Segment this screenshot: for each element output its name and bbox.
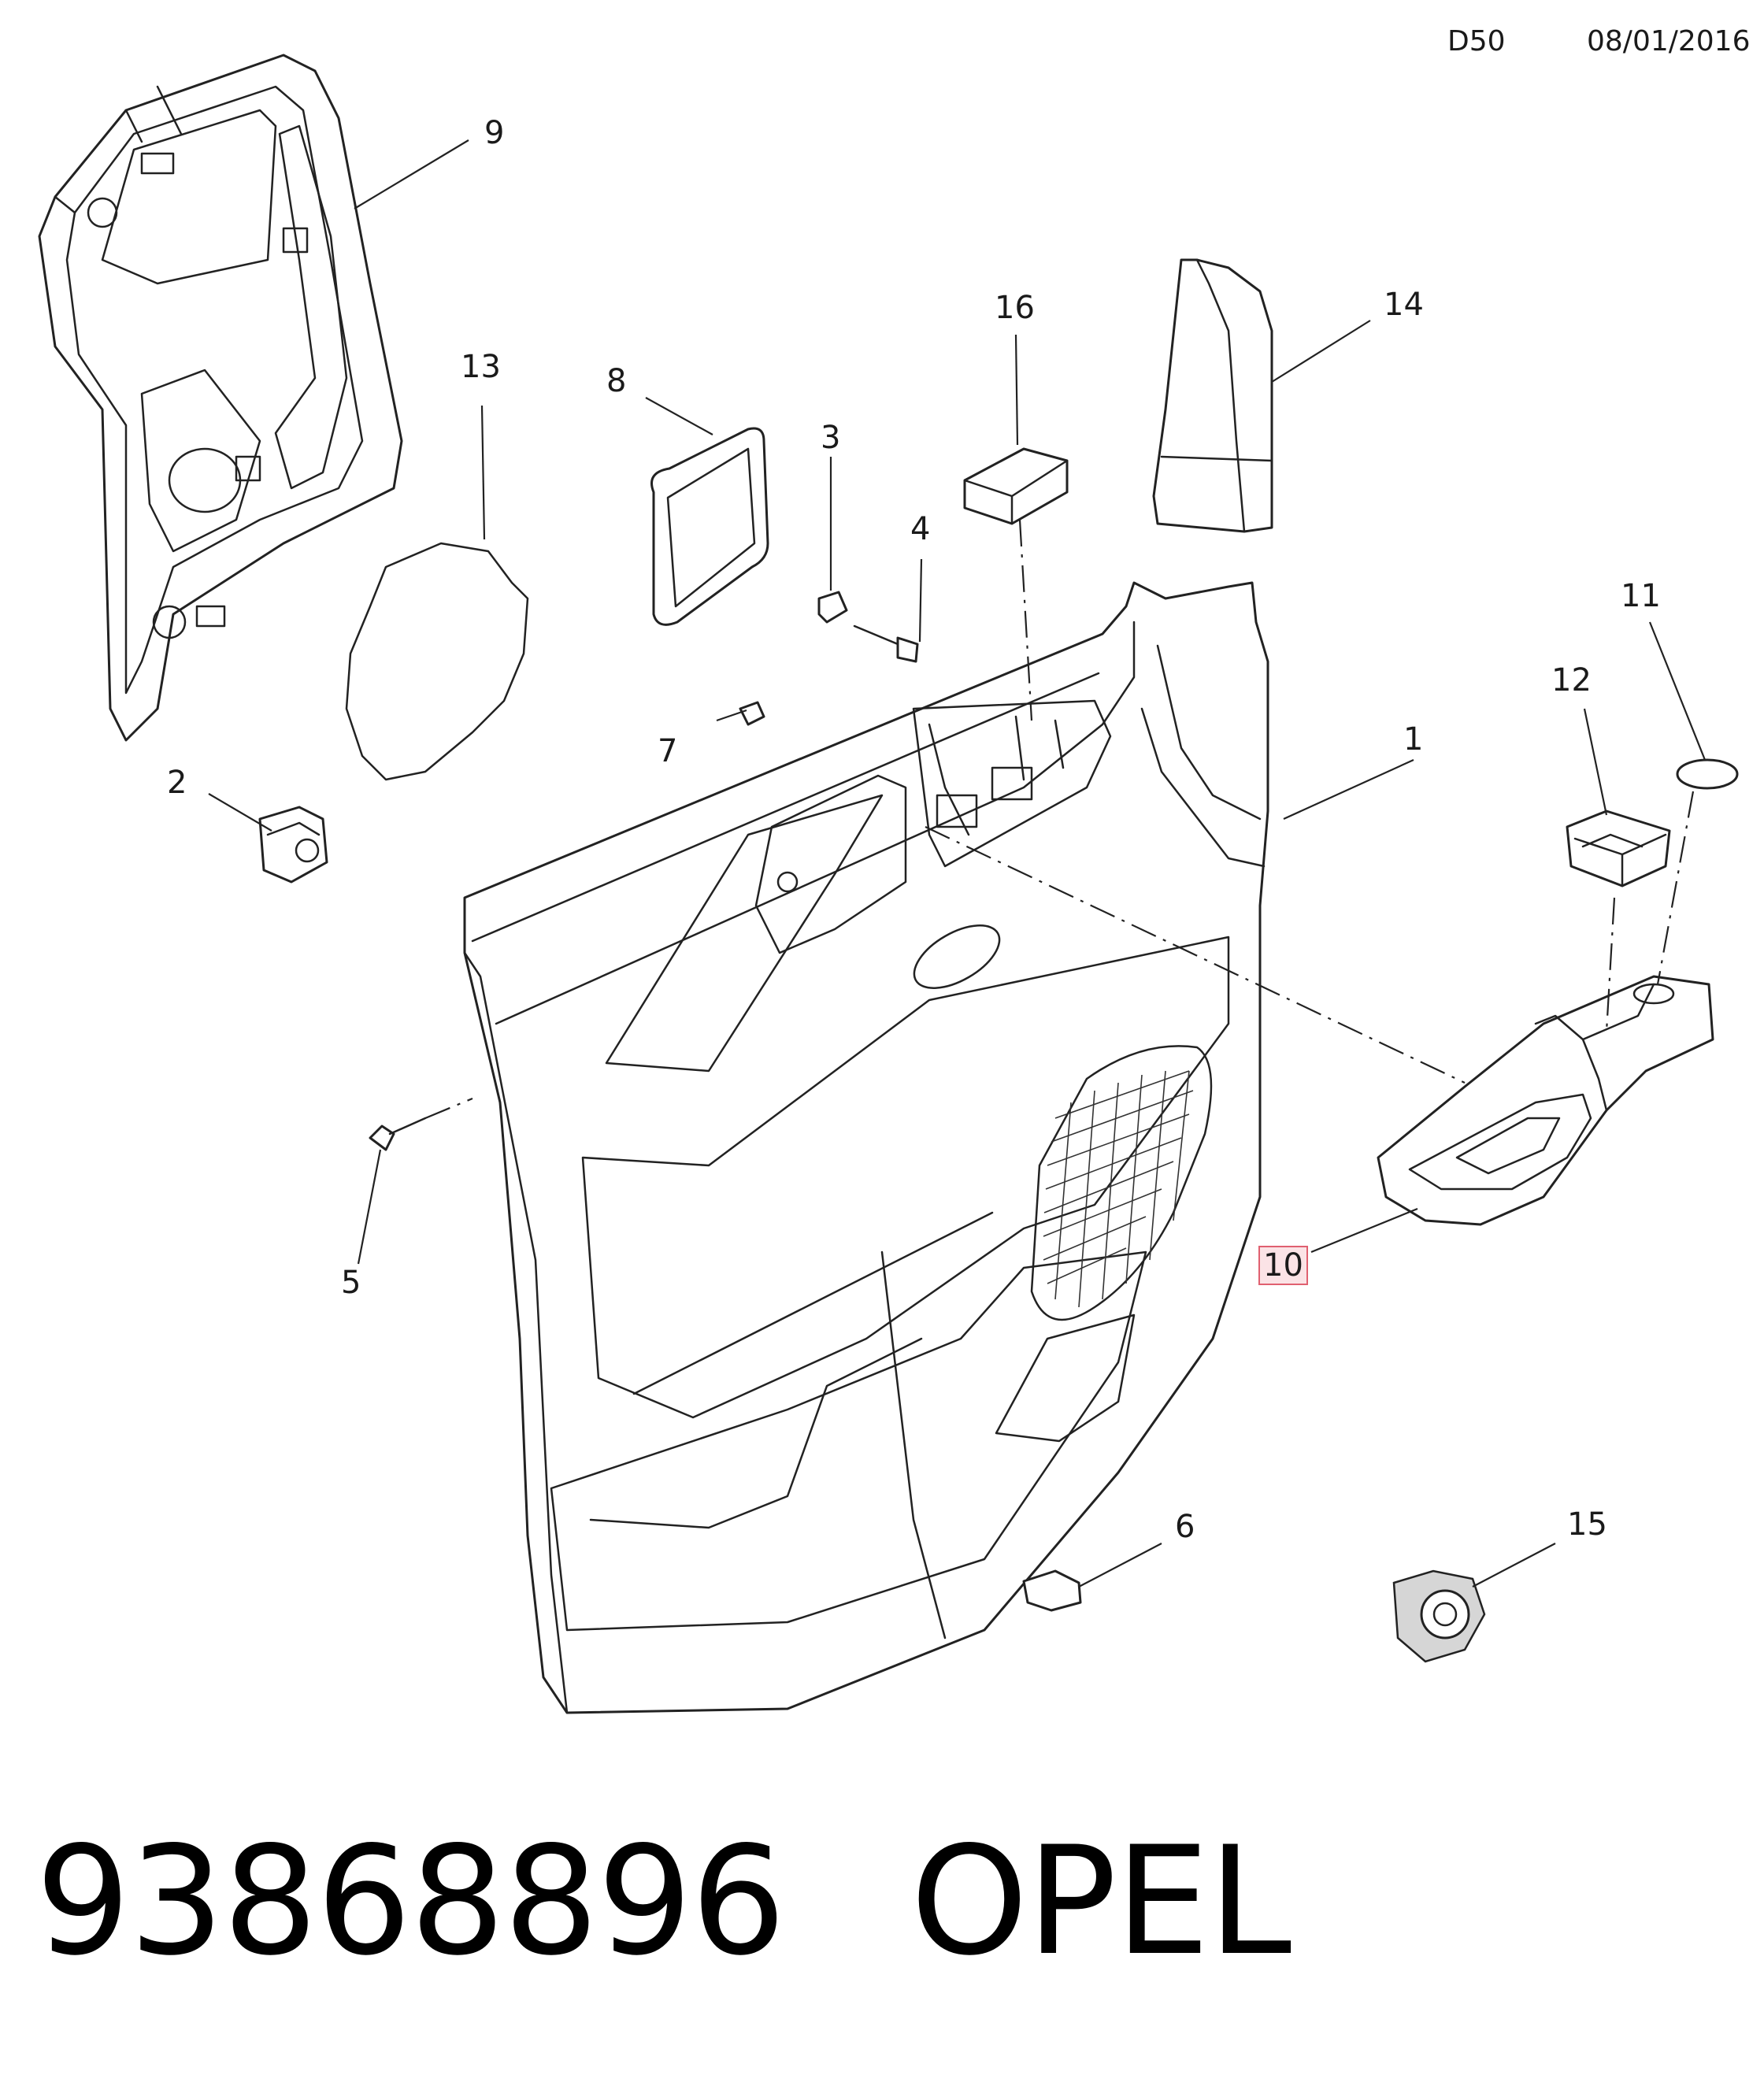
part-4-screw <box>853 624 919 663</box>
callout-4[interactable]: 4 <box>910 511 931 547</box>
callout-2[interactable]: 2 <box>167 765 187 801</box>
part-2-clip <box>258 806 328 884</box>
callout-7[interactable]: 7 <box>658 733 678 769</box>
callout-10[interactable]: 10 <box>1258 1246 1308 1285</box>
brand-name: OPEL <box>910 1814 1292 1988</box>
callout-13[interactable]: 13 <box>461 349 501 385</box>
callout-16[interactable]: 16 <box>995 290 1035 326</box>
part-6-clip <box>1022 1569 1082 1612</box>
callout-12[interactable]: 12 <box>1551 662 1592 698</box>
diagram-code: D50 <box>1447 25 1506 57</box>
part-number: 93868896 <box>35 1814 786 1988</box>
part-15-speaker <box>1392 1569 1486 1663</box>
part-1-door-trim-panel <box>463 581 1269 1714</box>
part-5-screw <box>369 1117 427 1151</box>
part-13-speaker-gasket <box>345 542 529 781</box>
callout-11[interactable]: 11 <box>1621 578 1661 614</box>
part-11-cap <box>1676 758 1739 790</box>
callout-8[interactable]: 8 <box>606 363 627 399</box>
part-9-door-inner-frame <box>38 54 403 742</box>
callout-leader-lines <box>208 139 1707 1588</box>
part-8-pad <box>650 427 769 626</box>
callout-15[interactable]: 15 <box>1567 1506 1607 1543</box>
callout-1[interactable]: 1 <box>1403 721 1424 758</box>
part-3-nut <box>817 591 848 624</box>
callout-5[interactable]: 5 <box>341 1265 361 1301</box>
assembly-guide-lines <box>424 519 1695 1120</box>
callout-14[interactable]: 14 <box>1384 287 1424 323</box>
part-10-armrest <box>1377 975 1714 1226</box>
part-12-window-switch <box>1566 810 1671 887</box>
part-16-block <box>963 447 1069 525</box>
part-14-upper-trim <box>1152 258 1273 533</box>
part-7-nut <box>739 701 765 726</box>
diagram-date: 08/01/2016 <box>1587 25 1751 57</box>
callout-9[interactable]: 9 <box>484 115 505 151</box>
callout-6[interactable]: 6 <box>1175 1509 1195 1545</box>
callout-3[interactable]: 3 <box>821 420 841 456</box>
speaker-grille <box>1043 1070 1194 1308</box>
